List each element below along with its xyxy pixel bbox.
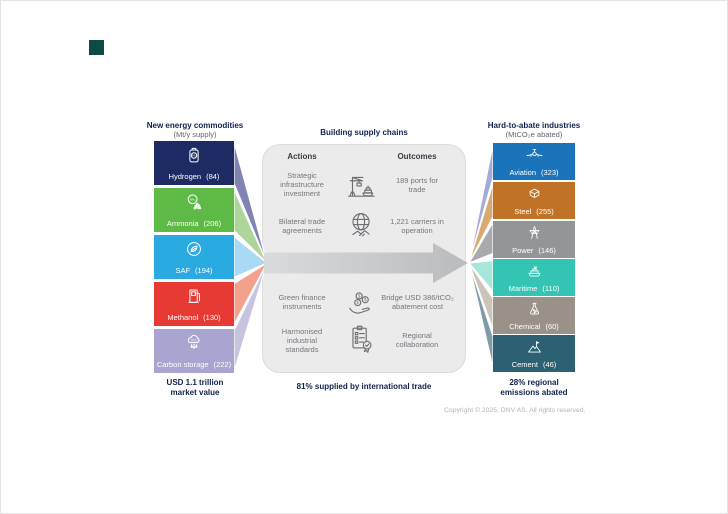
industry-value: (323) [541, 168, 559, 177]
commodity-box-methanol: Methanol (130) [154, 282, 234, 326]
power-tower-icon [529, 226, 539, 239]
box-label: SAF (194) [175, 267, 212, 275]
industry-value: (255) [536, 207, 554, 216]
right-column-subtitle: (MtCO₂e abated) [505, 130, 563, 139]
svg-text:$: $ [358, 293, 361, 298]
industry-value: (146) [538, 246, 556, 255]
brand-logo-square [89, 40, 104, 55]
left-footer: USD 1.1 trillion market value [155, 378, 235, 397]
box-label: Aviation (323) [509, 169, 558, 177]
industry-box-maritime: Maritime (110) [493, 259, 575, 296]
commodity-value: (222) [213, 360, 232, 369]
saf-leaf-icon [187, 242, 201, 256]
left-footer-line2: market value [170, 387, 220, 397]
svg-text:H₂: H₂ [192, 154, 196, 158]
box-label: Chemical (60) [509, 323, 559, 331]
svg-text:CO₂: CO₂ [191, 338, 198, 342]
right-column-title: Hard-to-abate industries [487, 121, 581, 130]
coins-hand-icon: $ $ $ [349, 292, 370, 314]
center-header: Building supply chains [284, 128, 444, 137]
chemical-flask-icon [529, 302, 539, 315]
industry-label: Power [512, 246, 534, 255]
box-label: Maritime (110) [509, 285, 560, 293]
center-title: Building supply chains [320, 128, 408, 137]
box-label: Steel (255) [514, 208, 554, 216]
action-bilateral-trade: Bilateral trade agreements [278, 217, 326, 235]
carbon-storage-icon: CO₂ [187, 335, 200, 349]
commodity-box-ammonia: NH₃ Ammonia (206) [154, 188, 234, 232]
right-footer-line1: 28% regional [509, 378, 559, 387]
box-label: Hydrogen (84) [169, 173, 220, 181]
action-harmonised-standards: Harmonised industrial standards [281, 327, 323, 354]
center-footer: 81% supplied by international trade [296, 382, 432, 391]
svg-text:NH₃: NH₃ [190, 197, 196, 201]
industry-box-cement: Cement (46) [493, 335, 575, 372]
svg-text:$: $ [357, 300, 360, 305]
right-footer-line2: emissions abated [500, 387, 568, 397]
copyright-notice: Copyright © 2025, DNV AS. All rights res… [444, 407, 586, 414]
industry-label: Maritime [508, 284, 538, 293]
maritime-ship-icon [528, 266, 540, 277]
outcomes-header: Outcomes [397, 152, 437, 161]
airplane-icon [526, 148, 542, 157]
commodity-label: Methanol [167, 313, 199, 322]
steel-beam-icon [529, 188, 539, 198]
ammonia-molecule-icon: NH₃ [187, 194, 202, 210]
outcome-abatement-cost: Bridge USD 386/tCO₂ abatement cost [381, 293, 454, 311]
industry-value: (60) [545, 322, 559, 331]
commodity-label: Carbon storage [156, 360, 209, 369]
industry-value: (110) [542, 284, 560, 293]
right-footer: 28% regional emissions abated [494, 378, 574, 397]
left-footer-line1: USD 1.1 trillion [166, 378, 224, 387]
industry-label: Aviation [509, 168, 537, 177]
clipboard-check-icon [352, 325, 372, 353]
svg-text:$: $ [364, 297, 367, 302]
box-label: Ammonia (206) [167, 220, 221, 228]
industry-label: Steel [514, 207, 532, 216]
outcome-ports: 189 ports for trade [395, 176, 439, 194]
left-column-subtitle: (Mt/y supply) [173, 130, 217, 139]
left-column-header: New energy commodities (Mt/y supply) [125, 121, 265, 139]
commodity-box-hydrogen: H₂ Hydrogen (84) [154, 141, 234, 185]
commodity-value: (84) [206, 172, 220, 181]
box-label: Power (146) [512, 247, 556, 255]
actions-header: Actions [287, 152, 317, 161]
commodity-label: Ammonia [166, 219, 199, 228]
industry-box-power: Power (146) [493, 221, 575, 258]
industry-value: (46) [542, 360, 557, 369]
box-label: Cement (46) [512, 361, 557, 369]
action-strategic-infrastructure: Strategic infrastructure investment [280, 171, 324, 198]
flow-wedge-hydrogen [233, 142, 268, 264]
commodity-value: (130) [203, 313, 221, 322]
supply-chain-arrow [264, 243, 468, 283]
box-label: Methanol (130) [167, 314, 220, 322]
left-column-title: New energy commodities [146, 121, 244, 130]
port-crane-ship-icon [348, 176, 375, 197]
globe-handshake-icon [352, 213, 370, 237]
commodity-box-carbon-storage: CO₂ Carbon storage (222) [154, 329, 234, 373]
commodity-label: SAF [175, 266, 191, 275]
outcome-carriers: 1,221 carriers in operation [390, 217, 444, 235]
right-column-header: Hard-to-abate industries (MtCO₂e abated) [464, 121, 604, 139]
flow-wedge-ammonia [233, 189, 268, 264]
commodity-box-saf: SAF (194) [154, 235, 234, 279]
action-green-finance: Green finance instruments [278, 293, 326, 311]
flow-wedge-saf [233, 235, 269, 279]
commodity-value: (194) [195, 266, 213, 275]
industry-label: Chemical [509, 322, 541, 331]
industry-label: Cement [511, 360, 538, 369]
industry-box-steel: Steel (255) [493, 182, 575, 219]
flow-wedge-carbon-storage [233, 262, 268, 372]
commodity-value: (206) [203, 219, 222, 228]
industry-box-aviation: Aviation (323) [493, 143, 575, 180]
cement-quarry-icon [527, 341, 541, 353]
methanol-pump-icon [188, 289, 200, 303]
box-label: Carbon storage (222) [157, 361, 231, 369]
flow-wedge-methanol [233, 261, 269, 325]
commodity-label: Hydrogen [168, 172, 202, 181]
industry-box-chemical: Chemical (60) [493, 297, 575, 334]
outcome-regional-collaboration: Regional collaboration [395, 331, 439, 349]
hydrogen-tank-icon: H₂ [189, 147, 199, 163]
